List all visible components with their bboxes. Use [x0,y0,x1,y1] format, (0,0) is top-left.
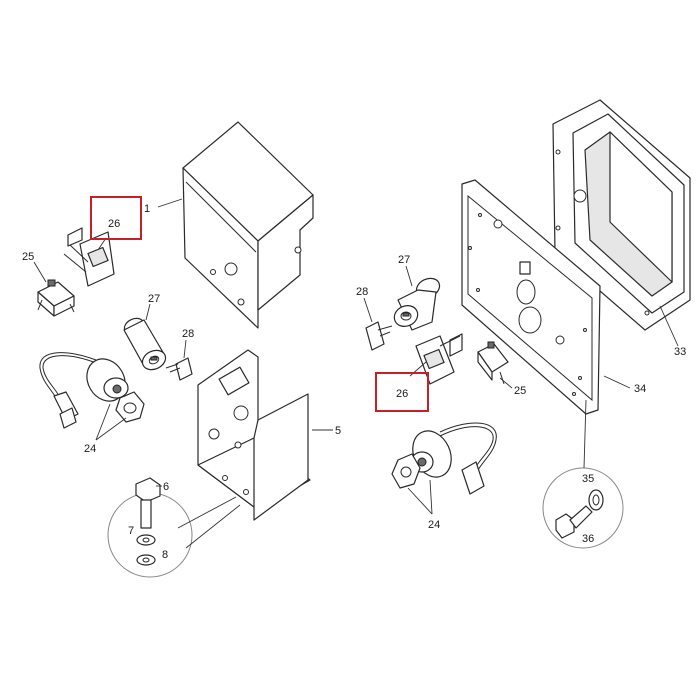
callout-1: 1 [144,203,150,215]
callout-25-right: 25 [514,385,526,397]
leader-1 [157,198,183,208]
detail-circle-bolt-right [542,467,624,549]
callout-26-left: 26 [108,218,120,230]
callout-5: 5 [335,425,341,437]
leader-detail-right [583,399,587,469]
part-24-cable-lamp-right [391,422,497,495]
leader-27-right [405,265,413,287]
leader-24-left-b [95,417,127,441]
part-26-socket-right [415,333,463,385]
callout-24-left: 24 [84,443,96,455]
leader-detail-left-b [185,504,241,549]
callout-26-right: 26 [396,388,408,400]
callout-6: 6 [163,481,169,493]
leader-25-left [33,261,47,283]
part-5-lower-bracket [197,349,311,521]
part-33-enclosure-box [552,99,691,331]
leader-24-left-a [95,403,111,441]
callout-24-right: 24 [428,519,440,531]
detail-circle-bolt-washers [107,477,193,578]
callout-34: 34 [634,383,646,395]
leader-33 [659,305,679,347]
leader-34 [603,375,631,389]
leader-25-right [499,377,513,389]
part-26-socket [63,227,115,287]
callout-25-left: 25 [22,251,34,263]
highlight-box-26-right [375,372,429,412]
leader-24-right-a [407,487,433,515]
highlight-box-26-left [90,196,142,240]
part-27-lock-cylinder [123,317,167,371]
part-25-switch [37,279,75,317]
leader-27-left [145,303,151,321]
leader-detail-left-a [177,496,237,529]
part-1-top-cover [182,121,314,329]
leader-28-left [183,339,187,359]
leader-24-right-b [429,479,433,515]
callout-28-left: 28 [182,328,194,340]
part-28-key [165,357,193,381]
callout-35: 35 [582,473,594,485]
part-25-switch-right [477,341,509,385]
callout-8: 8 [162,549,168,561]
callout-33: 33 [674,346,686,358]
callout-27-left: 27 [148,293,160,305]
part-28-key-right [365,321,393,351]
callout-27-right: 27 [398,254,410,266]
part-27-lock-right [393,277,441,331]
callout-28-right: 28 [356,286,368,298]
leader-28-right [363,297,373,323]
part-24-cable-lamp-left [39,352,145,429]
part-34-gasket-plate [461,179,601,415]
callout-36: 36 [582,533,594,545]
callout-7: 7 [128,525,134,537]
